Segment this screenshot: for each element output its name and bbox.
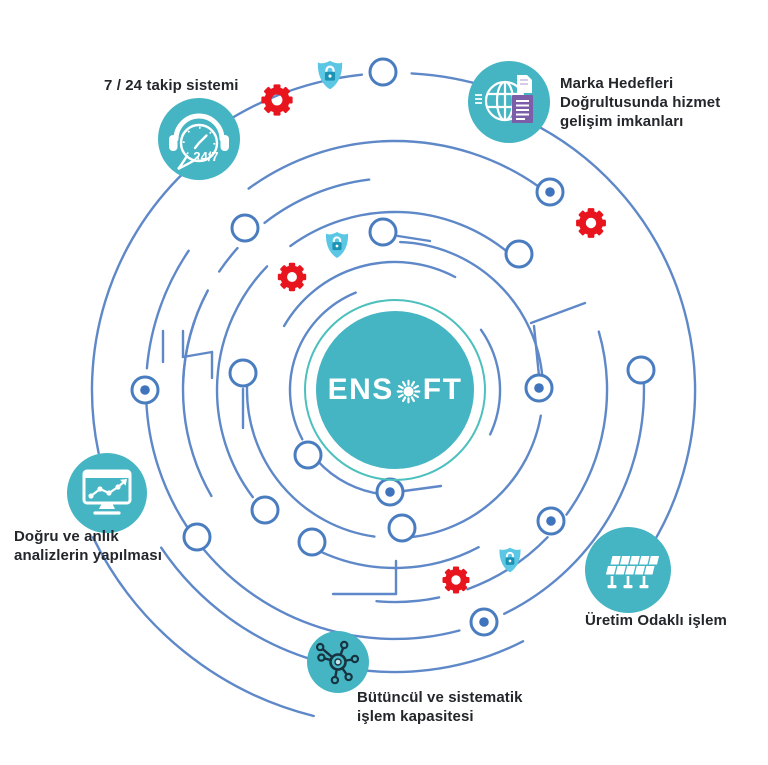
feature-badge-uretim: [585, 527, 671, 613]
circuit-arc: [245, 383, 376, 538]
circuit-node: [626, 355, 656, 385]
logo-text-post: FT: [422, 373, 463, 406]
circuit-arc: [181, 289, 209, 384]
monitor-analytics-icon: [82, 469, 132, 515]
circuit-node-dot: [385, 487, 395, 497]
circuit-node-dot: [546, 516, 556, 526]
circuit-trace: [402, 484, 443, 493]
shield-lock-icon: [499, 547, 521, 573]
feature-label-marka: Marka Hedefleri Doğrultusunda hizmet gel…: [560, 75, 721, 131]
circuit-node: [504, 239, 534, 269]
circuit-arc: [503, 380, 646, 615]
feature-badge-marka: [468, 61, 550, 143]
circuit-arc: [181, 319, 213, 498]
gear-icon: [261, 84, 293, 116]
circuit-arc: [525, 119, 697, 576]
circuit-arc: [288, 291, 357, 441]
feature-badge-analiz: [67, 453, 147, 533]
network-hub-icon: [316, 640, 360, 685]
circuit-arc: [91, 536, 315, 718]
solar-panel-icon: [605, 556, 660, 589]
circuit-trace: [529, 301, 587, 325]
feature-label-uretim: Üretim Odaklı işlem: [585, 612, 727, 629]
circuit-trace: [532, 324, 541, 378]
circuit-node: [368, 217, 398, 247]
shield-lock-icon: [325, 232, 349, 258]
circuit-arc: [247, 139, 539, 190]
circuit-arc: [215, 265, 269, 499]
feature-label-analiz: Doğru ve anlık analizlerin yapılması: [14, 528, 162, 565]
circuit-node-dot: [479, 617, 489, 627]
feature-badge-butuncul: [307, 631, 369, 693]
circuit-trace: [181, 350, 214, 359]
circuit-arc: [282, 260, 457, 328]
circuit-arc: [145, 397, 190, 531]
circuit-arc: [218, 246, 239, 273]
circuit-arc: [318, 546, 480, 570]
logo-outer-ring: [304, 299, 486, 481]
circuit-node: [387, 513, 417, 543]
gear-icon: [277, 262, 307, 292]
circuit-arc: [263, 178, 371, 225]
circuit-arc: [409, 414, 542, 539]
circuit-node: [228, 358, 258, 388]
logo-text-pre: ENS: [327, 373, 394, 406]
globe-document-icon: [475, 75, 533, 123]
circuit-trace: [396, 234, 432, 243]
circuit-arc: [203, 548, 461, 641]
circuit-node-dot: [140, 385, 150, 395]
circuit-arc: [375, 596, 441, 604]
circuit-node: [250, 495, 280, 525]
shield-lock-icon: [317, 60, 343, 90]
headset-clock-icon: 24/7: [169, 113, 229, 171]
sun-icon: [396, 379, 421, 403]
badge-24-7-text: 24/7: [193, 149, 218, 164]
circuit-node-dot: [534, 383, 544, 393]
circuit-node: [297, 527, 327, 557]
gear-icon: [576, 208, 606, 238]
circuit-node: [230, 213, 260, 243]
feature-label-butuncul: Bütüncül ve sistematik işlem kapasitesi: [357, 689, 523, 726]
circuit-arc: [90, 170, 186, 455]
circuit-arc: [565, 330, 609, 516]
gear-icon: [442, 566, 470, 594]
circuit-node-dot: [545, 187, 555, 197]
circuit-arc: [479, 328, 502, 436]
circuit-node: [293, 440, 323, 470]
ensoft-logo: ENS FT: [316, 311, 474, 469]
feature-badge-takip: 24/7: [158, 98, 240, 180]
circuit-node: [368, 57, 398, 87]
circuit-arc: [289, 210, 511, 255]
circuit-arc: [145, 249, 190, 370]
feature-label-takip: 7 / 24 takip sistemi: [104, 77, 239, 94]
circuit-node: [182, 522, 212, 552]
